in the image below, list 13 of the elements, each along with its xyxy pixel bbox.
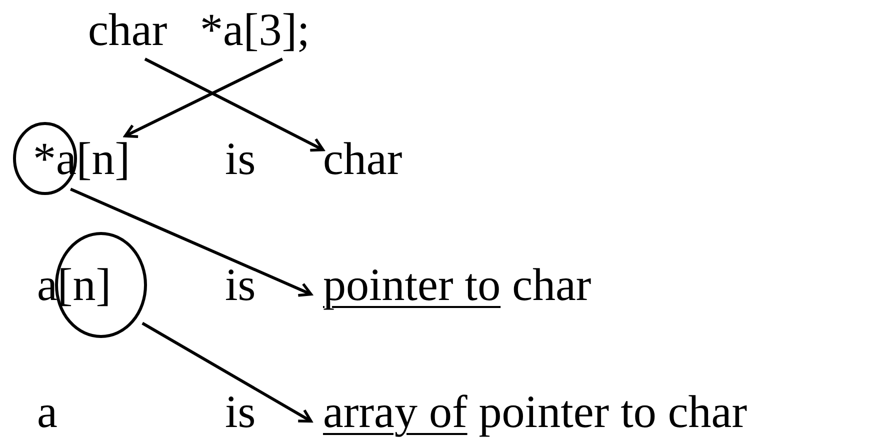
code-text: array of pointer to char: [323, 389, 748, 435]
arrow: [124, 58, 284, 138]
label-text: a: [37, 389, 58, 435]
arrow: [144, 58, 324, 152]
code-text: *a[3];: [200, 7, 310, 53]
label-text: is: [225, 262, 256, 308]
arrow: [142, 322, 312, 423]
arrow: [70, 188, 312, 297]
label-text: is: [225, 136, 256, 182]
label-text: is: [225, 389, 256, 435]
code-text: pointer to char: [323, 262, 592, 308]
code-text: char: [88, 7, 168, 53]
code-text: char: [323, 136, 402, 182]
